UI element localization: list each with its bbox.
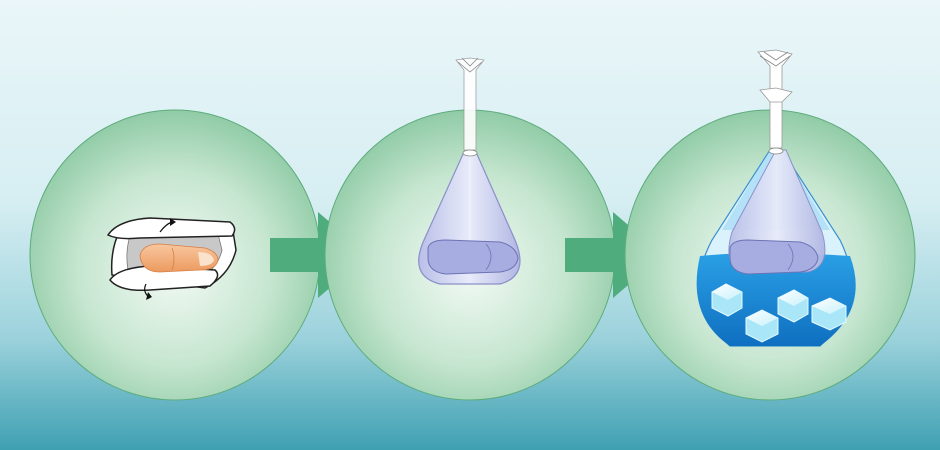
plastic-bag-icon	[418, 57, 521, 285]
arrow-right-icon	[565, 212, 663, 298]
ice-cube-icon	[745, 309, 779, 343]
finger-icon	[139, 243, 219, 273]
ice-cube-icon	[811, 297, 847, 331]
arrow-right-icon	[270, 212, 368, 298]
gauze-wrap-icon	[106, 217, 237, 300]
step-2-bag-finger	[324, 57, 616, 401]
step-3-ice-water	[624, 49, 916, 401]
ice-cube-icon	[777, 289, 809, 323]
ice-cube-icon	[711, 283, 743, 317]
